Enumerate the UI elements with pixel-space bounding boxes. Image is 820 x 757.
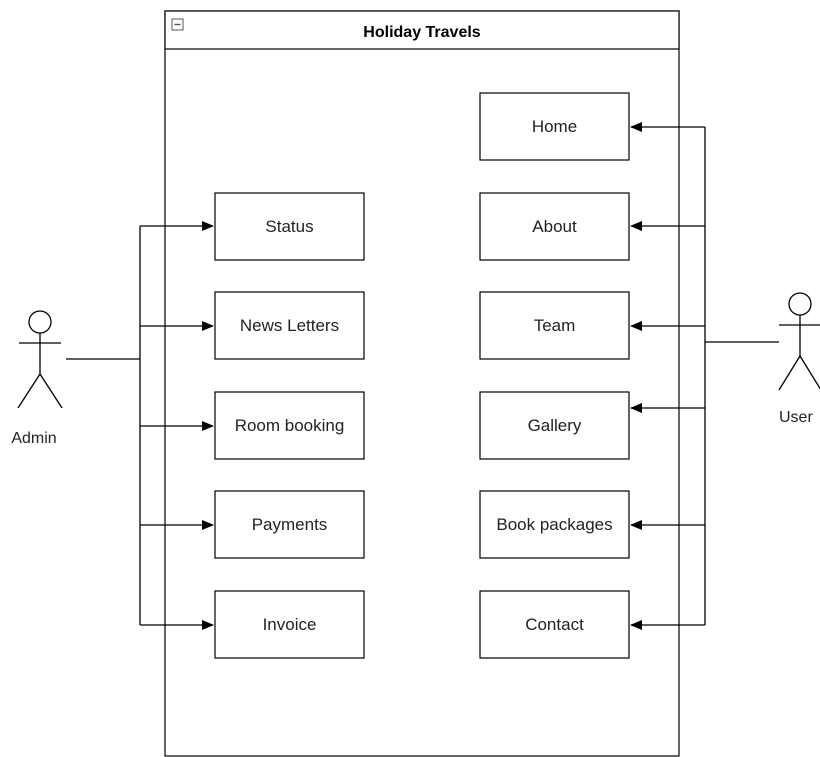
system-title: Holiday Travels bbox=[363, 24, 480, 41]
use-case-about[interactable]: About bbox=[479, 192, 630, 261]
use-case-gallery-label: Gallery bbox=[528, 416, 582, 435]
user-actor: User bbox=[778, 292, 820, 426]
use-case-invoice[interactable]: Invoice bbox=[214, 590, 365, 659]
use-case-home[interactable]: Home bbox=[479, 92, 630, 161]
user-label: User bbox=[779, 409, 813, 426]
user-connectors bbox=[630, 122, 779, 630]
admin-use-cases: Status News Letters Room booking Payment… bbox=[214, 192, 365, 659]
use-case-gallery[interactable]: Gallery bbox=[479, 391, 630, 460]
use-case-payments-label: Payments bbox=[252, 515, 328, 534]
use-case-invoice-label: Invoice bbox=[263, 615, 317, 634]
use-case-team[interactable]: Team bbox=[479, 291, 630, 360]
user-figure-icon bbox=[778, 292, 820, 391]
use-case-about-label: About bbox=[532, 217, 577, 236]
use-case-home-label: Home bbox=[532, 117, 577, 136]
use-case-book-packages[interactable]: Book packages bbox=[479, 490, 630, 559]
admin-label: Admin bbox=[11, 430, 56, 447]
admin-connectors bbox=[66, 221, 214, 630]
minus-square-icon[interactable] bbox=[171, 18, 184, 31]
use-case-contact[interactable]: Contact bbox=[479, 590, 630, 659]
use-case-room-booking-label: Room booking bbox=[235, 416, 345, 435]
use-case-contact-label: Contact bbox=[525, 615, 584, 634]
use-case-news-letters-label: News Letters bbox=[240, 316, 339, 335]
use-case-book-packages-label: Book packages bbox=[496, 515, 612, 534]
admin-actor: Admin bbox=[11, 310, 63, 447]
use-case-status[interactable]: Status bbox=[214, 192, 365, 261]
system-title-bar bbox=[164, 10, 680, 50]
use-case-status-label: Status bbox=[265, 217, 313, 236]
use-case-team-label: Team bbox=[534, 316, 576, 335]
use-case-news-letters[interactable]: News Letters bbox=[214, 291, 365, 360]
use-case-room-booking[interactable]: Room booking bbox=[214, 391, 365, 460]
user-use-cases: Home About Team Gallery Book packages Co… bbox=[479, 92, 630, 659]
admin-figure-icon bbox=[17, 310, 63, 409]
use-case-payments[interactable]: Payments bbox=[214, 490, 365, 559]
